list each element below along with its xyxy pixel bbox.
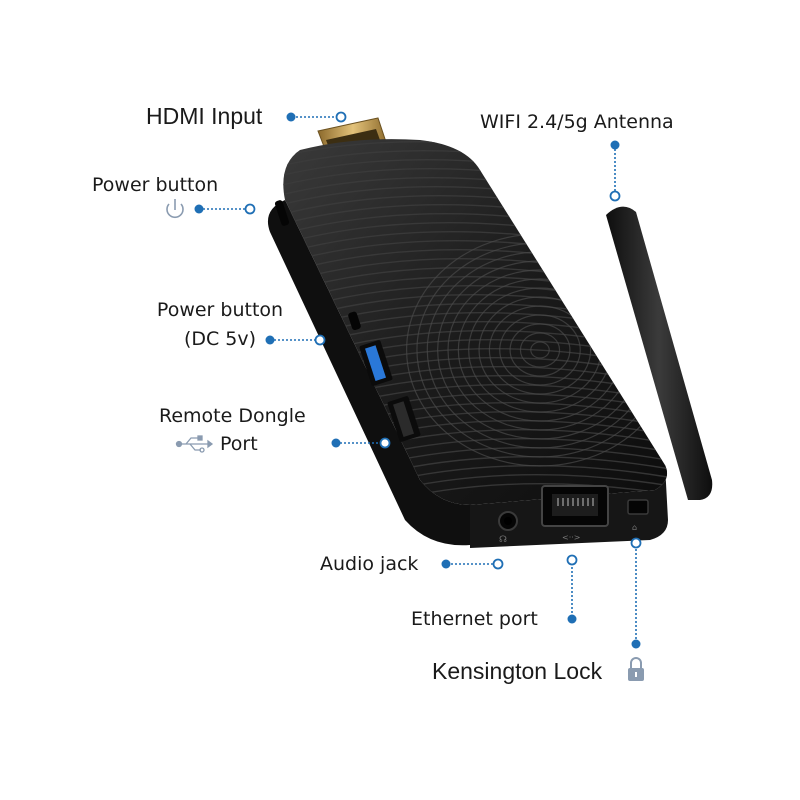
antenna [606, 206, 713, 500]
dc-port [348, 311, 361, 331]
svg-text:<··>: <··> [562, 533, 581, 542]
swirl-ring [519, 332, 561, 368]
label-remote-dongle: Remote Dongle [159, 405, 306, 427]
label-kensington-lock: Kensington Lock [432, 658, 603, 684]
usb-icon [175, 435, 214, 453]
ridge-line [230, 79, 560, 100]
label-power-button-dc: Power button (DC 5v) [145, 298, 295, 351]
swirl-ring [499, 314, 581, 386]
usb-port-black [387, 396, 421, 442]
svg-text:☊: ☊ [499, 535, 507, 545]
swirl-ring [488, 305, 592, 395]
callout-lines [199, 116, 637, 643]
label-audio-jack: Audio jack [320, 553, 419, 575]
ethernet-port [541, 485, 609, 527]
power-button-slot [274, 200, 290, 226]
label-remote-port: Port [220, 433, 258, 455]
label-power-button: Power button [92, 174, 219, 196]
label-power-dc-line1: Power button [156, 299, 284, 321]
label-power-dc-line2: (DC 5v) [183, 328, 257, 350]
usb-port-blue [359, 340, 393, 386]
label-ethernet-port: Ethernet port [411, 608, 538, 630]
label-wifi-antenna: WIFI 2.4/5g Antenna [480, 111, 674, 133]
callout-dots-open [244, 111, 642, 570]
svg-text:⌂: ⌂ [632, 523, 637, 532]
kensington-slot [627, 499, 649, 515]
power-icon [166, 199, 184, 219]
swirl-ring [530, 341, 550, 359]
audio-jack-port [498, 511, 518, 531]
label-hdmi-input: HDMI Input [146, 103, 263, 129]
ridge-line [233, 88, 563, 109]
callout-dots-filled [194, 112, 641, 649]
swirl-ring [509, 323, 571, 377]
lock-icon [628, 657, 644, 681]
